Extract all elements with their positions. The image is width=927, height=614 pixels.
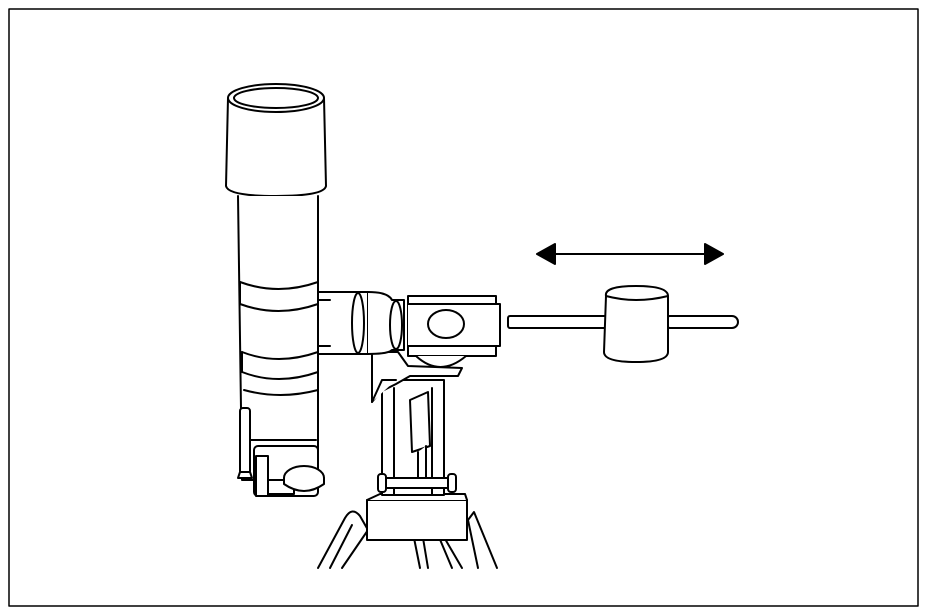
- counterweight-shaft: [507, 315, 739, 329]
- tripod-leg-left: [317, 510, 369, 569]
- mount-lock-knob: [427, 309, 465, 339]
- tube-ring-lower: [241, 351, 319, 380]
- mount-head: [407, 295, 501, 368]
- tripod-leg-right: [467, 511, 498, 569]
- finder-bracket: [237, 407, 253, 479]
- wedge-plate: [371, 351, 463, 403]
- adjustment-arrow: [536, 243, 724, 265]
- frame-border: [8, 8, 919, 607]
- mount-column: [381, 379, 445, 496]
- tripod-head: [366, 493, 468, 541]
- tube-ring-upper: [239, 281, 319, 312]
- tube-segment-lines: [243, 389, 319, 441]
- lock-knob-bar: [377, 473, 457, 493]
- focus-knob: [283, 465, 325, 492]
- counterweight: [603, 285, 669, 363]
- declination-axis-housing: [315, 291, 405, 355]
- telescope-dew-shield: [225, 83, 327, 197]
